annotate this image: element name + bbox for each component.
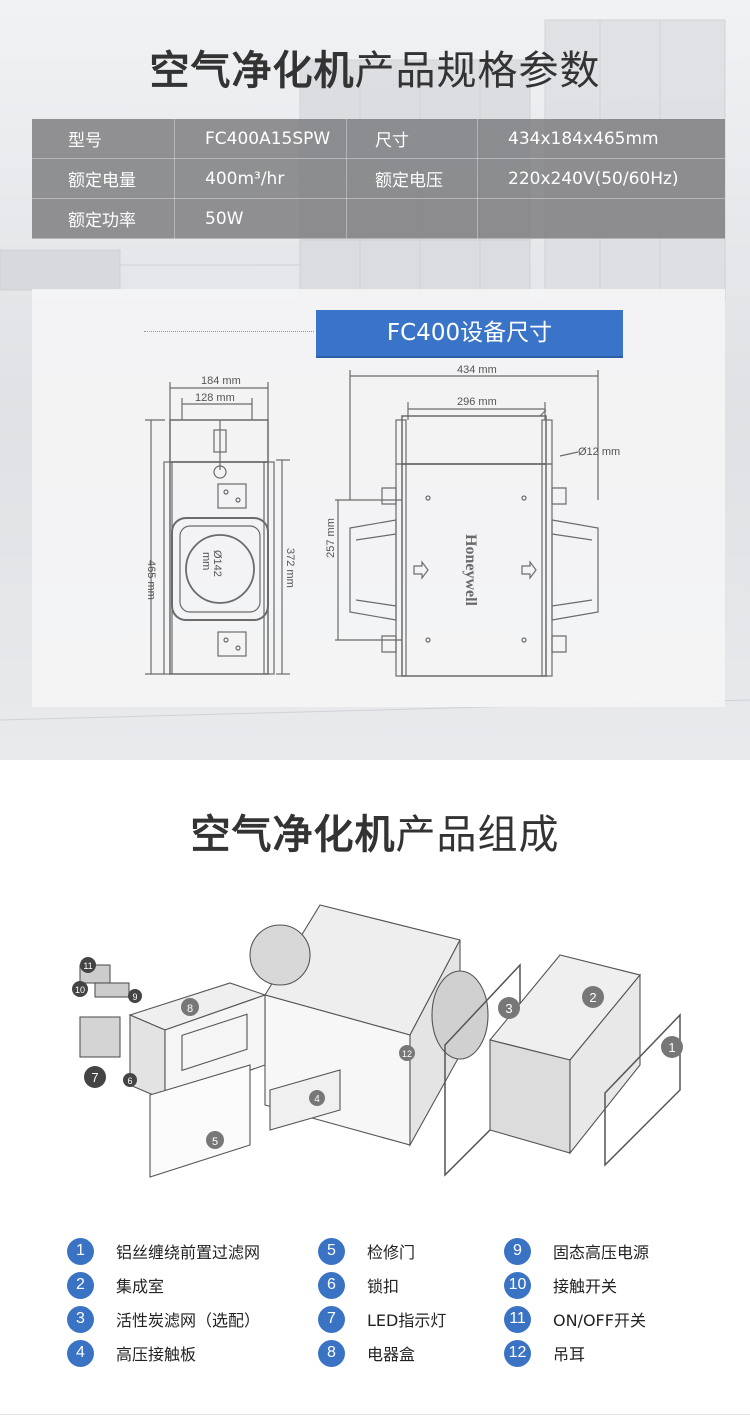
- legend-number: 12: [504, 1339, 531, 1367]
- dimension-banner: FC400设备尺寸: [316, 310, 623, 358]
- title-bold-part: 空气净化机: [190, 812, 396, 858]
- spec-value: 434x184x465mm: [477, 119, 725, 159]
- callout-10: 10: [75, 985, 85, 995]
- legend-item: 12 吊耳: [504, 1338, 585, 1368]
- dim-label-128: 128 mm: [195, 392, 235, 404]
- legend-number: 8: [318, 1339, 345, 1367]
- legend-label: 集成室: [116, 1277, 165, 1296]
- legend-number: 5: [318, 1237, 345, 1265]
- legend-number: 10: [504, 1271, 531, 1299]
- callout-12: 12: [402, 1049, 412, 1059]
- legend-item: 10 接触开关: [504, 1270, 617, 1300]
- dotted-divider: [144, 331, 314, 332]
- legend-item: 5 检修门: [318, 1236, 415, 1266]
- legend-item: 7 LED指示灯: [318, 1304, 446, 1334]
- dimension-panel: [32, 289, 725, 707]
- table-row: 额定电量 400m³/hr 额定电压 220x240V(50/60Hz): [32, 158, 725, 199]
- callout-6: 6: [127, 1076, 132, 1086]
- spec-value: 220x240V(50/60Hz): [477, 158, 725, 199]
- legend-number: 7: [318, 1305, 345, 1333]
- spec-label: 额定电压: [346, 158, 478, 199]
- spec-table: 型号 FC400A15SPW 尺寸 434x184x465mm 额定电量 400…: [32, 119, 725, 239]
- callout-9: 9: [132, 992, 137, 1002]
- title-rest-part: 产品规格参数: [354, 48, 601, 94]
- legend-label: 锁扣: [367, 1277, 400, 1296]
- legend-number: 11: [504, 1305, 531, 1333]
- legend-label: 检修门: [367, 1243, 416, 1262]
- legend-label: 接触开关: [553, 1277, 618, 1296]
- callout-2: 2: [589, 990, 596, 1005]
- legend-number: 4: [67, 1339, 94, 1367]
- spec-value: FC400A15SPW: [174, 119, 347, 159]
- dim-label-142-unit: mm: [200, 552, 212, 570]
- table-row: 型号 FC400A15SPW 尺寸 434x184x465mm: [32, 119, 725, 159]
- legend-number: 3: [67, 1305, 94, 1333]
- legend-label: 吊耳: [553, 1345, 586, 1364]
- bottom-divider: [0, 1414, 750, 1415]
- callout-3: 3: [505, 1001, 512, 1016]
- callout-7: 7: [91, 1070, 98, 1085]
- legend-item: 11 ON/OFF开关: [504, 1304, 646, 1334]
- spec-label: 额定电量: [32, 158, 175, 199]
- legend-number: 2: [67, 1271, 94, 1299]
- table-row: 额定功率 50W: [32, 198, 725, 239]
- legend-label: 电器盒: [367, 1345, 416, 1364]
- callout-1: 1: [668, 1040, 675, 1055]
- legend-number: 6: [318, 1271, 345, 1299]
- exploded-view-image: 11 10 9 7 6 8 5 4 12 3 2 1: [72, 904, 683, 1178]
- dim-label-434: 434 mm: [457, 364, 497, 376]
- legend-label: 高压接触板: [116, 1345, 197, 1364]
- dim-label-372: 372 mm: [284, 548, 296, 588]
- title-bold-part: 空气净化机: [149, 48, 355, 94]
- dim-label-257: 257 mm: [325, 518, 337, 558]
- legend-label: LED指示灯: [367, 1311, 447, 1330]
- legend-item: 9 固态高压电源: [504, 1236, 649, 1266]
- legend-number: 1: [67, 1237, 94, 1265]
- spec-value: [477, 198, 725, 239]
- legend-label: 活性炭滤网（选配）: [116, 1311, 261, 1330]
- legend-label: 固态高压电源: [553, 1243, 650, 1262]
- dim-label-142: Ø142: [211, 550, 223, 577]
- spec-label: [346, 198, 478, 239]
- legend-item: 2 集成室: [67, 1270, 164, 1300]
- spec-label: 额定功率: [32, 198, 175, 239]
- callout-11: 11: [83, 961, 92, 971]
- dim-label-184: 184 mm: [201, 375, 241, 387]
- callout-4: 4: [314, 1094, 320, 1105]
- legend-item: 4 高压接触板: [67, 1338, 196, 1368]
- spec-value: 400m³/hr: [174, 158, 347, 199]
- dim-label-12: Ø12 mm: [578, 446, 620, 458]
- spec-section: 空气净化机产品规格参数 型号 FC400A15SPW 尺寸 434x184x46…: [0, 0, 750, 760]
- dim-label-465: 465 mm: [145, 560, 157, 600]
- legend-label: 铝丝缠绕前置过滤网: [116, 1243, 261, 1262]
- legend-item: 8 电器盒: [318, 1338, 415, 1368]
- legend-number: 9: [504, 1237, 531, 1265]
- front-view-drawing: [335, 370, 599, 677]
- components-title: 空气净化机产品组成: [0, 802, 750, 860]
- callout-8: 8: [187, 1003, 193, 1015]
- dim-label-296: 296 mm: [457, 396, 497, 408]
- side-view-drawing: [145, 382, 290, 675]
- spec-label: 型号: [32, 119, 175, 159]
- dimension-drawing: 184 mm 128 mm 465 mm 372 mm Ø142 mm 434 …: [145, 364, 620, 677]
- spec-label: 尺寸: [346, 119, 478, 159]
- legend-item: 1 铝丝缠绕前置过滤网: [67, 1236, 260, 1266]
- spec-value: 50W: [174, 198, 347, 239]
- legend-label: ON/OFF开关: [553, 1311, 646, 1330]
- callout-5: 5: [212, 1136, 218, 1148]
- title-rest-part: 产品组成: [395, 812, 560, 858]
- brand-logo: Honeywell: [462, 534, 479, 607]
- spec-title: 空气净化机产品规格参数: [0, 38, 750, 96]
- legend-item: 6 锁扣: [318, 1270, 399, 1300]
- legend-item: 3 活性炭滤网（选配）: [67, 1304, 260, 1334]
